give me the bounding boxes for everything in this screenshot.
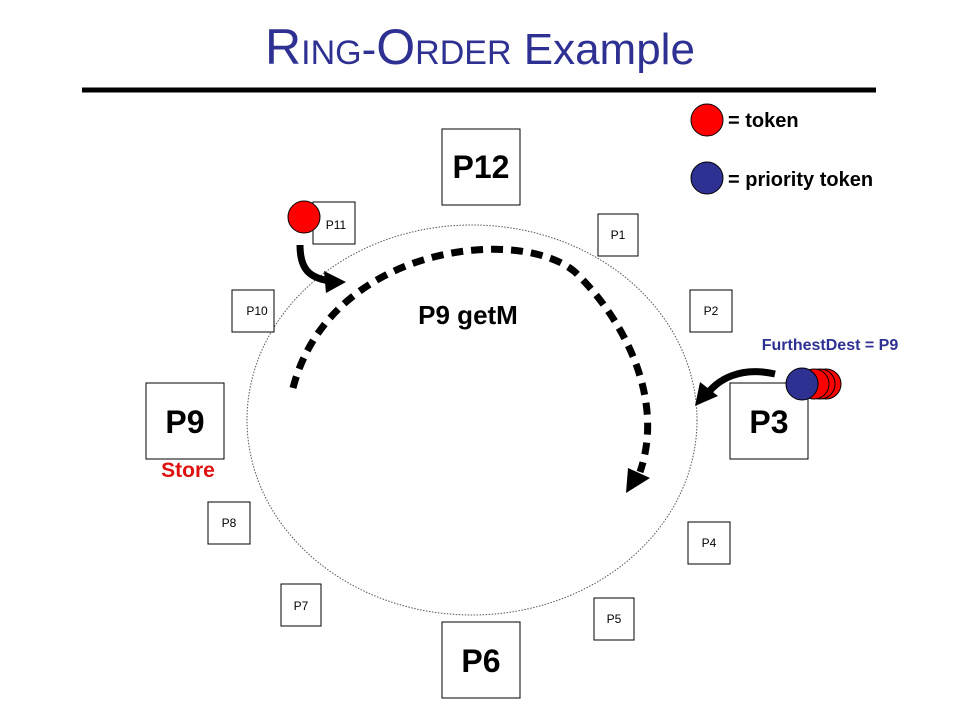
- node-p2-box: [689, 289, 733, 333]
- ring-circle: [246, 224, 698, 616]
- request-path-arrow: [289, 245, 652, 474]
- node-p8-label: P8: [222, 516, 237, 530]
- node-p8-box: [207, 501, 251, 545]
- node-p2-label: P2: [704, 304, 719, 318]
- priority-token-stack: [785, 367, 842, 401]
- priority-token-arrow: [705, 368, 776, 396]
- priority-token-icon: [785, 367, 819, 401]
- node-p4-label: P4: [702, 536, 717, 550]
- node-p4-box: [687, 521, 731, 565]
- node-p1-box: [597, 213, 639, 257]
- node-p10-label: P10: [246, 304, 268, 318]
- priority-token-arrowhead: [695, 382, 718, 406]
- node-p7-label: P7: [294, 599, 309, 613]
- token-arrowhead: [324, 271, 346, 293]
- node-p3-label: P3: [749, 404, 788, 440]
- node-p6-box: [441, 621, 521, 699]
- slide-title: RING-ORDER Example: [265, 19, 695, 75]
- node-p5-box: [593, 597, 635, 641]
- node-p10-box: [231, 289, 275, 333]
- furthest-dest-label: FurthestDest = P9: [762, 337, 899, 354]
- legend-token-label: = token: [728, 110, 799, 132]
- request-label: P9 getM: [418, 300, 518, 330]
- node-p1-label: P1: [611, 228, 626, 242]
- node-p9-box: [145, 382, 225, 460]
- store-label: Store: [161, 459, 215, 482]
- legend-token-icon: [690, 103, 724, 137]
- node-p5-label: P5: [607, 612, 622, 626]
- token-icon: [287, 200, 321, 234]
- node-p12-box: [441, 128, 521, 206]
- node-p11-box: [312, 201, 356, 245]
- node-p12-label: P12: [453, 149, 510, 185]
- legend-priority-token-icon: [690, 161, 724, 195]
- node-p9-label: P9: [165, 404, 204, 440]
- request-arrowhead: [626, 468, 650, 493]
- node-p7-box: [280, 583, 322, 627]
- node-p11-label: P11: [326, 218, 347, 232]
- node-p6-label: P6: [461, 643, 500, 679]
- legend-priority-token-label: = priority token: [728, 169, 873, 191]
